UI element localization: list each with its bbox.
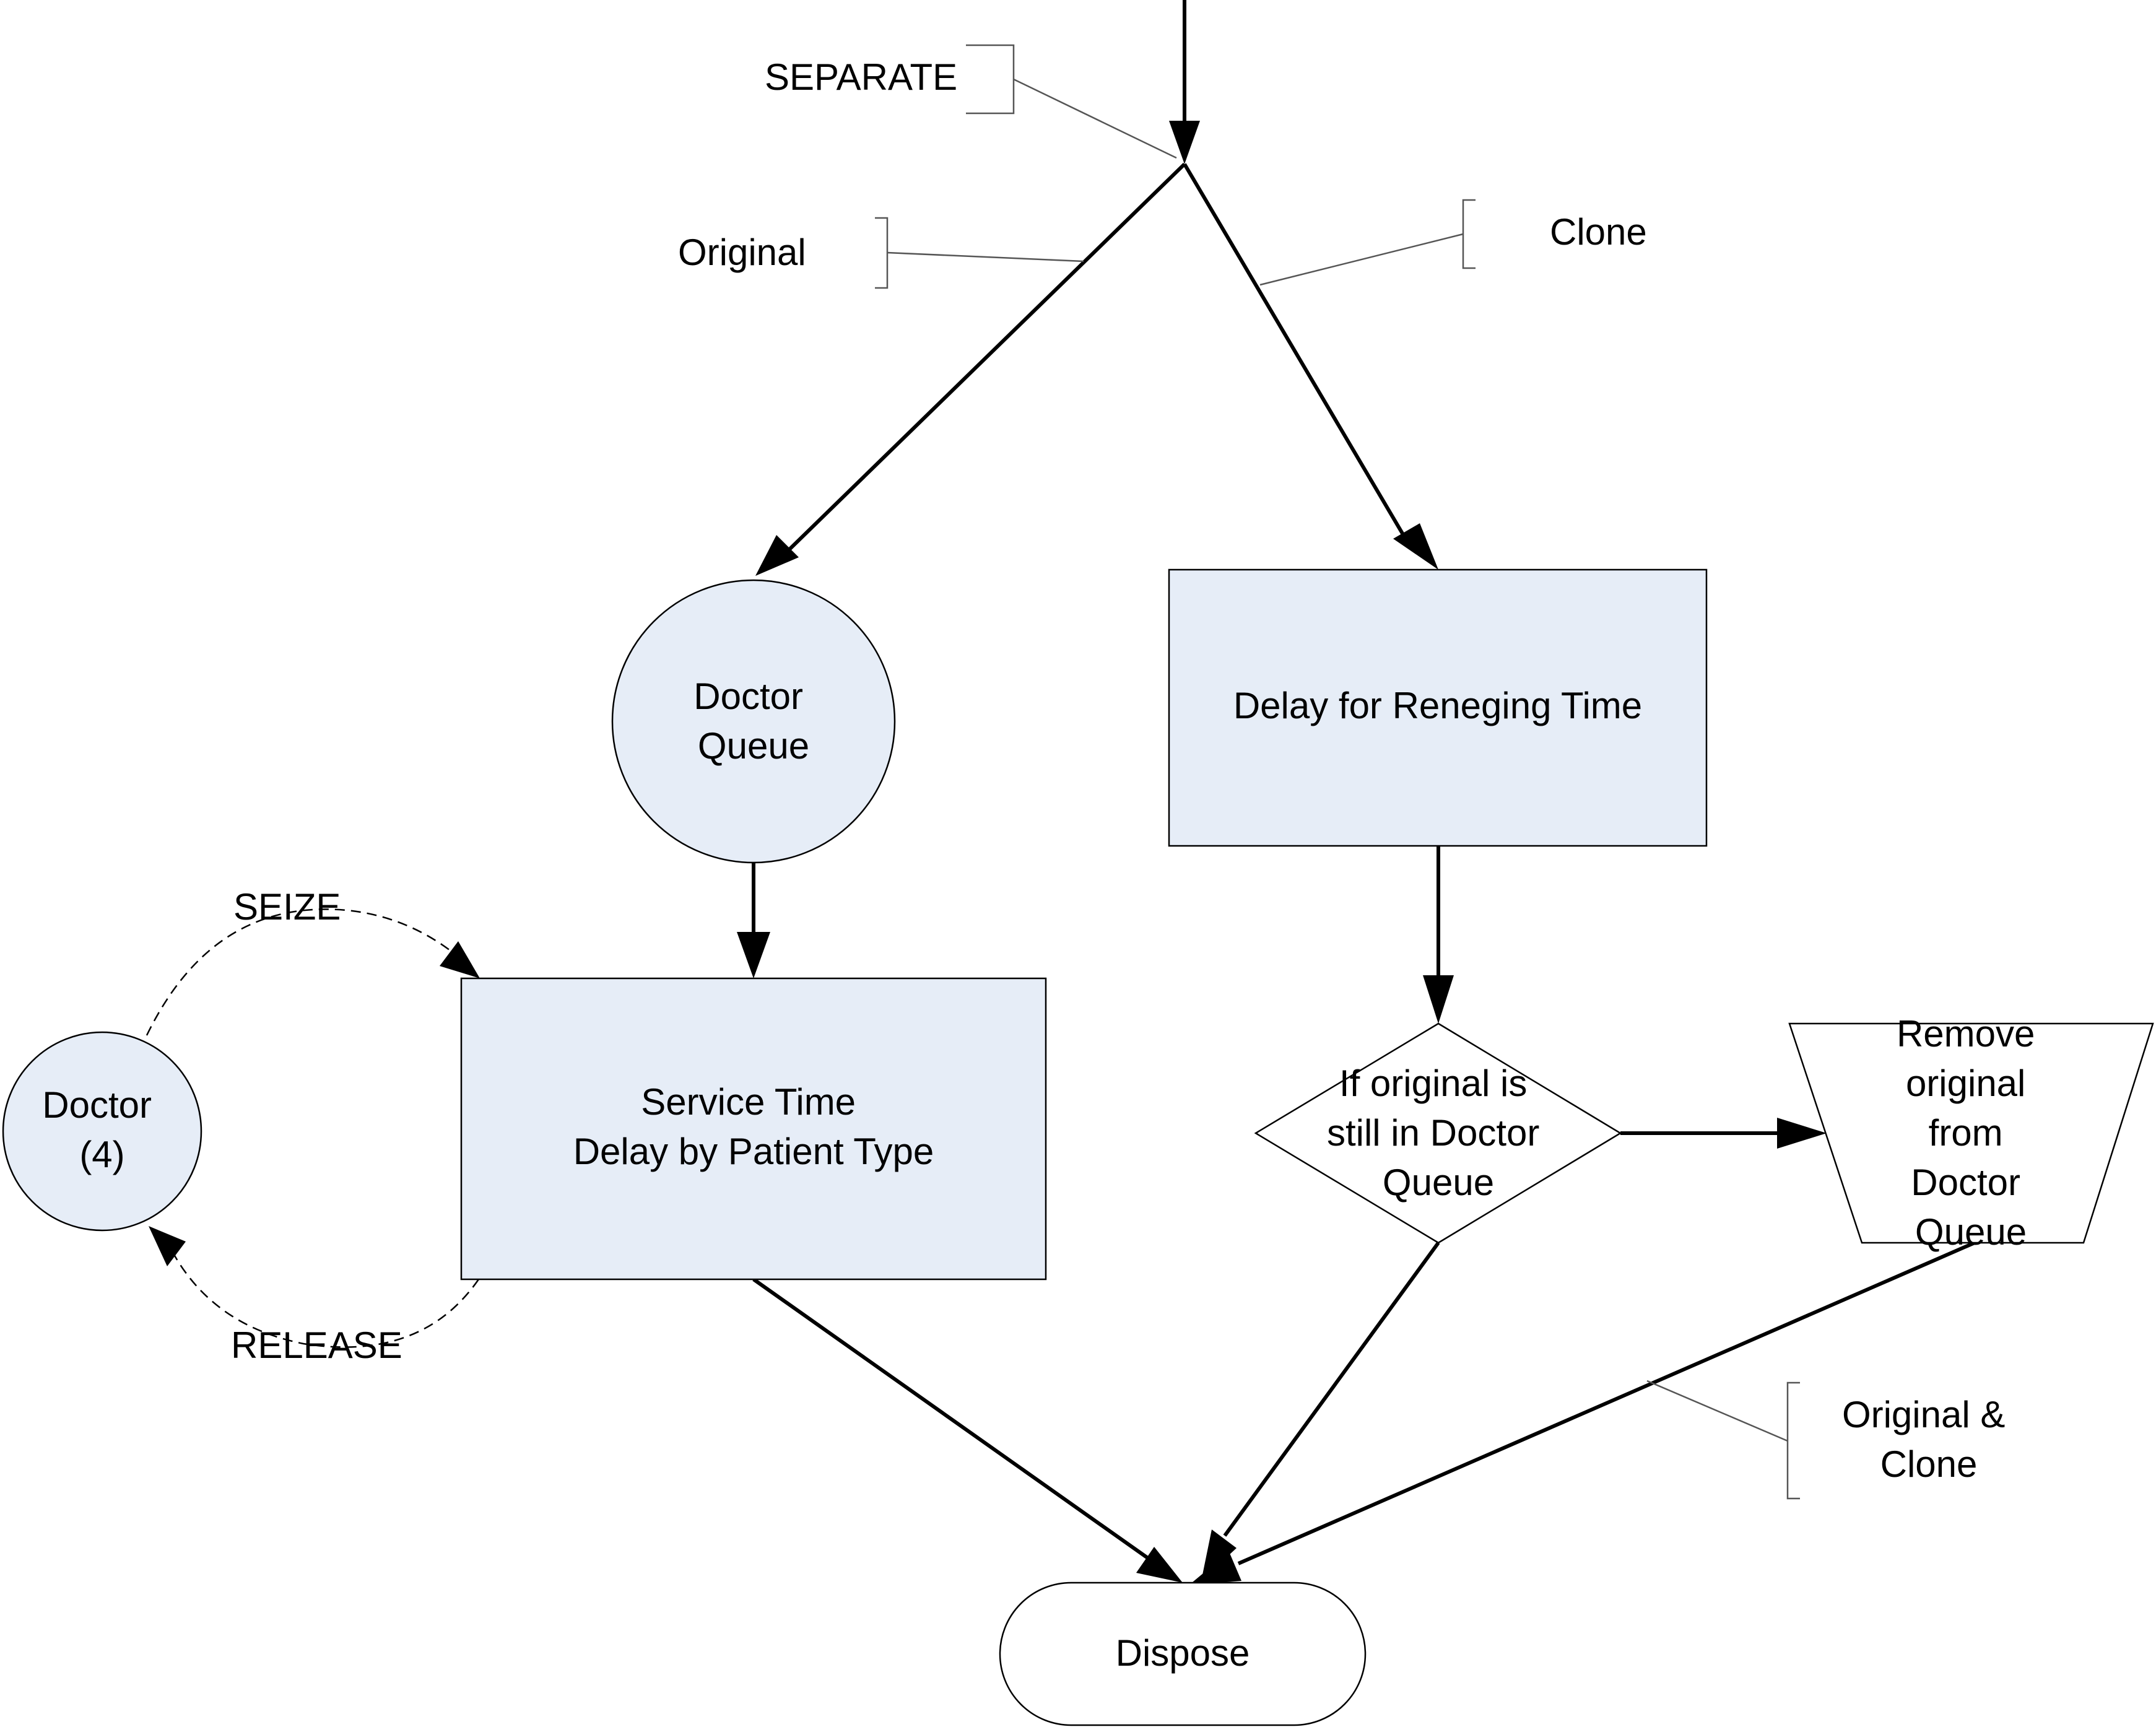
- edge-remove-to-dispose: [1237, 1241, 1976, 1565]
- arrowhead-queue: [755, 535, 799, 576]
- original-leader: [887, 251, 1084, 263]
- arrowhead-entry: [1169, 121, 1200, 164]
- annotations: [875, 44, 1800, 1500]
- reneging-delay-shape: [1168, 568, 1708, 847]
- clone-leader: [1259, 233, 1464, 286]
- arrowhead-service-dispose: [1136, 1547, 1183, 1583]
- label-release: RELEASE: [231, 1325, 402, 1366]
- edge-decision-to-dispose: [1223, 1242, 1440, 1537]
- node-doctor-queue: Doctor Queue: [611, 579, 896, 864]
- edge-service-to-dispose: [752, 1277, 1150, 1560]
- node-decision: If original is still in Doctor Queue: [1254, 1022, 1622, 1244]
- reneging-delay-label: Delay for Reneging Time: [1233, 685, 1642, 726]
- node-dispose: Dispose: [999, 1581, 1367, 1726]
- arrowhead-service: [737, 932, 770, 978]
- arrowhead-remove-dispose: [1189, 1552, 1241, 1585]
- connectors: [752, 0, 1976, 1565]
- node-remove-original: Remove original from Doctor Queue: [1788, 1013, 2154, 1253]
- clone-bracket: [1462, 199, 1476, 269]
- separate-leader: [1013, 78, 1177, 159]
- dispose-shape: [999, 1581, 1367, 1726]
- seize-arrowhead: [440, 941, 480, 978]
- label-clone: Clone: [1550, 211, 1647, 253]
- separate-bracket: [966, 44, 1015, 115]
- doctor-queue-shape: [611, 579, 896, 864]
- original-clone-bracket: [1786, 1381, 1800, 1500]
- doctor-queue-label: Doctor Queue: [693, 676, 813, 767]
- label-separate: SEPARATE: [765, 56, 957, 98]
- dispose-label: Dispose: [1116, 1632, 1250, 1674]
- label-seize: SEIZE: [233, 886, 341, 928]
- release-arrowhead: [149, 1226, 186, 1266]
- original-bracket: [875, 217, 889, 289]
- label-original-and-clone: Original & Clone: [1842, 1394, 2015, 1485]
- arrowhead-reneging: [1393, 523, 1438, 570]
- arrowhead-decision: [1423, 975, 1454, 1024]
- node-doctor-resource: Doctor (4): [2, 1031, 202, 1232]
- arrowhead-remove: [1777, 1118, 1827, 1149]
- decision-label: If original is still in Doctor Queue: [1327, 1063, 1550, 1203]
- remove-original-shape: [1788, 1022, 2154, 1244]
- resource-arcs: [146, 908, 480, 1348]
- node-service-time: Service Time Delay by Patient Type: [460, 977, 1047, 1281]
- arrowheads: [737, 121, 1827, 1585]
- edge-separate-to-reneging: [1183, 163, 1407, 540]
- doctor-resource-label: Doctor (4): [42, 1084, 162, 1175]
- seize-arc: [146, 908, 459, 1036]
- decision-shape: [1254, 1022, 1622, 1244]
- service-time-shape: [460, 977, 1047, 1281]
- node-reneging-delay: Delay for Reneging Time: [1168, 568, 1708, 847]
- edge-separate-to-queue: [786, 162, 1186, 553]
- remove-original-label: Remove original from Doctor Queue: [1897, 1013, 2045, 1253]
- service-time-label: Service Time Delay by Patient Type: [573, 1081, 934, 1172]
- release-arc: [169, 1247, 480, 1348]
- doctor-resource-shape: [2, 1031, 202, 1232]
- label-original: Original: [678, 232, 806, 273]
- original-clone-leader: [1646, 1380, 1788, 1442]
